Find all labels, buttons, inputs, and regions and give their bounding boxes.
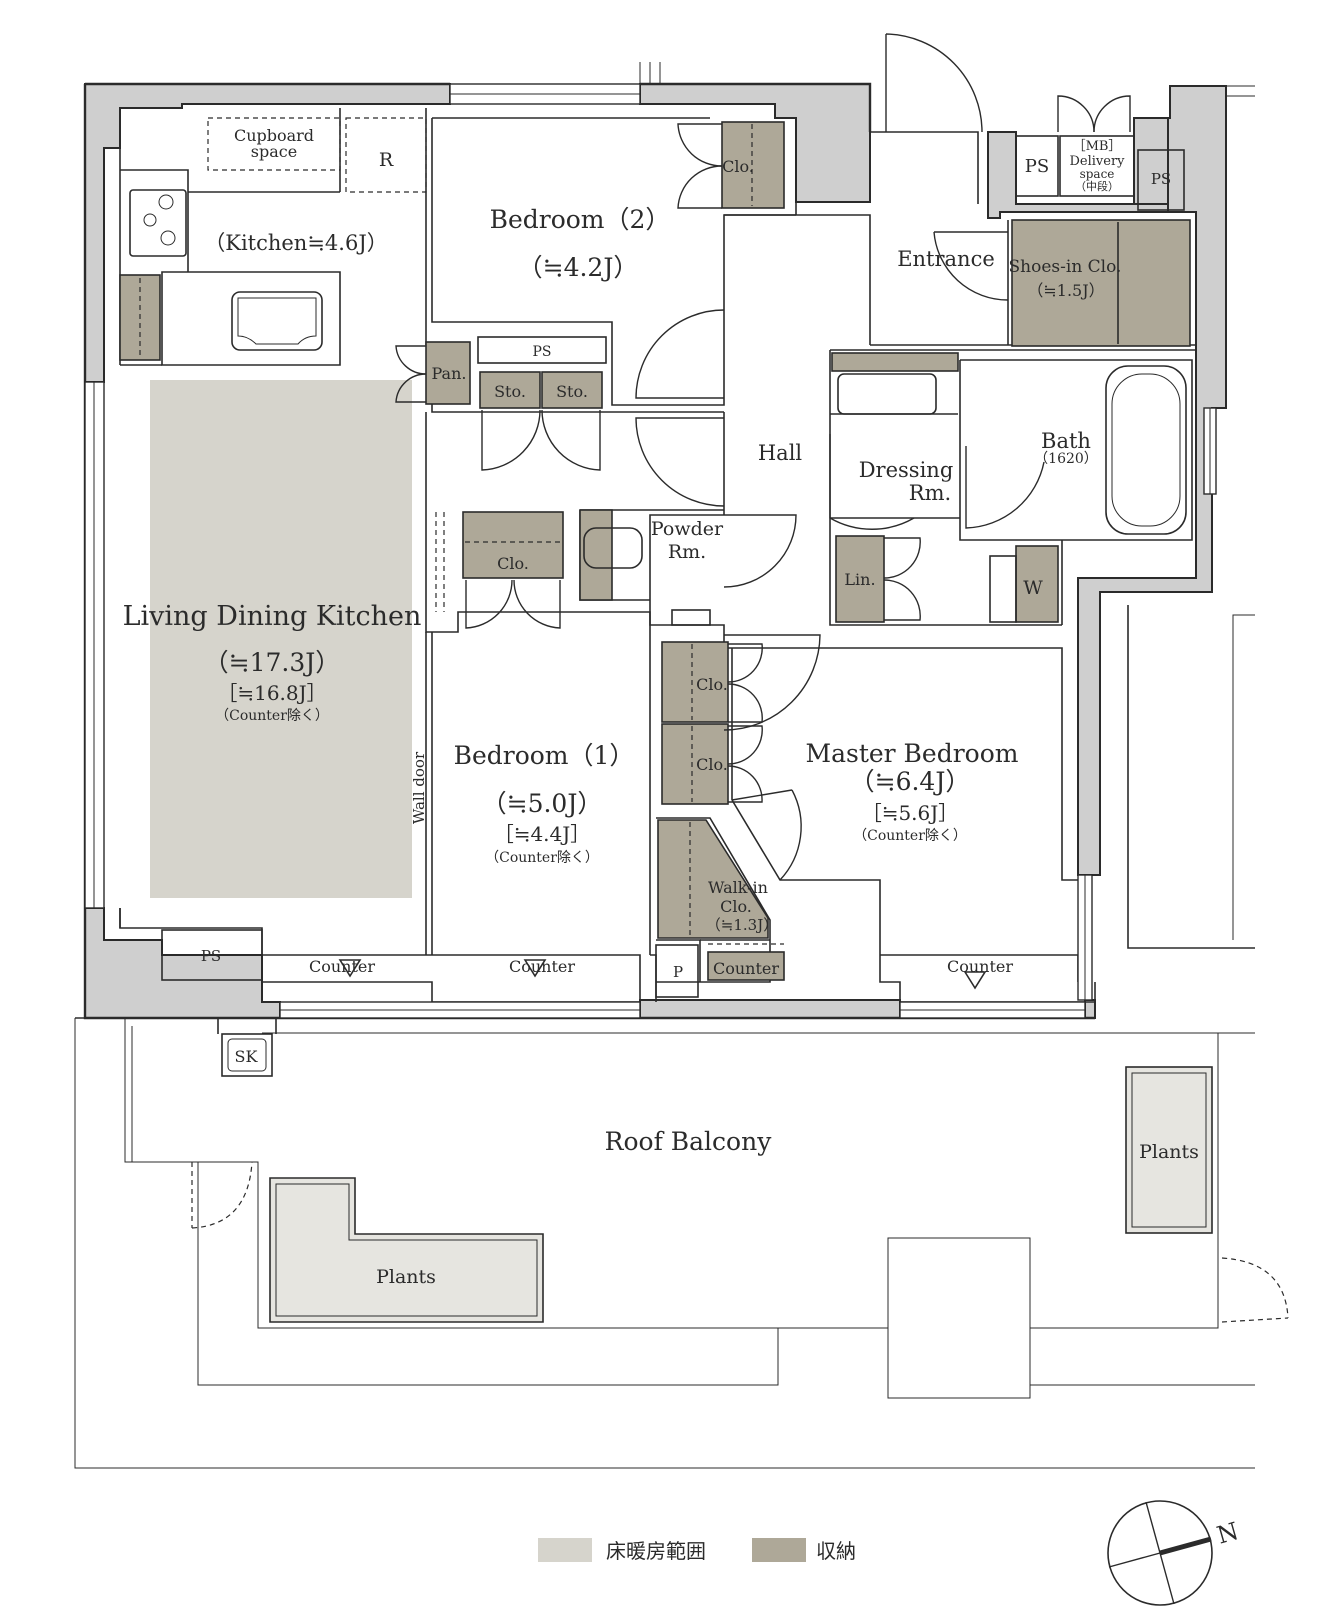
ldk-area-excl: ［≒16.8J］: [217, 681, 326, 705]
ldk-name: Living Dining Kitchen: [123, 601, 422, 632]
cupboard-line1: Cupboard: [234, 126, 314, 145]
compass: N: [1107, 1500, 1242, 1606]
plants-left-label: Plants: [376, 1266, 436, 1288]
dressing-line2: Rm.: [909, 481, 951, 505]
legend-storage-label: 収納: [816, 1539, 856, 1563]
clo-bedroom2-label: Clo.: [722, 157, 754, 176]
bedroom2-name: Bedroom（2）: [490, 205, 671, 234]
entrance-name: Entrance: [897, 247, 995, 271]
hall-name: Hall: [758, 441, 803, 465]
dressing-line1: Dressing: [859, 458, 954, 482]
bath-name: Bath: [1041, 429, 1091, 453]
floor-heating-area: [150, 380, 412, 898]
compass-circle: [1107, 1500, 1213, 1606]
windows: [84, 62, 1255, 1019]
sto-right-label: Sto.: [556, 382, 588, 401]
powder-line1: Powder: [651, 518, 724, 540]
legend: 床暖房範囲 収納: [538, 1538, 856, 1563]
bedroom1-name: Bedroom（1）: [454, 741, 635, 770]
walkin-line2: Clo.: [720, 897, 752, 916]
washer-label: W: [1023, 577, 1043, 599]
ps-right-label: PS: [1151, 170, 1171, 188]
ldk-area: （≒17.3J）: [204, 648, 341, 677]
clo-master-lower-label: Clo.: [696, 755, 728, 774]
roof-balcony-area: SK: [74, 605, 1289, 1469]
clo-bedroom1-label: Clo.: [497, 554, 529, 573]
room-labels: Cupboard space R （Kitchen≒4.6J） Bedroom（…: [123, 126, 1098, 1156]
master-name: Master Bedroom: [805, 739, 1018, 768]
plants-left: Plants: [269, 1177, 544, 1323]
master-area-excl: ［≒5.6J］: [862, 801, 959, 825]
counter-ldk-label: Counter: [309, 957, 375, 976]
counter-master-label: Counter: [947, 957, 1013, 976]
plants-right-label: Plants: [1139, 1141, 1199, 1163]
clo-master-upper-label: Clo.: [696, 675, 728, 694]
shoes-area: （≒1.5J）: [1027, 281, 1104, 300]
shoes-name: Shoes-in Clo.: [1009, 257, 1122, 277]
p-label: P: [673, 963, 683, 981]
walkin-counter-label: Counter: [713, 959, 779, 978]
counter-bedroom1-label: Counter: [509, 957, 575, 976]
bath-size: （1620）: [1034, 451, 1098, 467]
ps-units: PS PS PS ［MB］ Delivery space （中段） P: [161, 135, 1185, 998]
lin-label: Lin.: [844, 570, 875, 589]
mb-line4: （中段）: [1075, 179, 1119, 193]
compass-needle: [1159, 1536, 1212, 1556]
mb-line1: ［MB］: [1073, 139, 1122, 154]
legend-floor-heating-swatch: [538, 1538, 592, 1562]
bedroom2-area: （≒4.2J）: [518, 253, 639, 282]
ps-entrance-label: PS: [1025, 156, 1049, 177]
fridge-label: R: [379, 149, 394, 171]
cupboard-line2: space: [251, 142, 297, 161]
powder-line2: Rm.: [668, 541, 706, 563]
pan-label: Pan.: [432, 364, 467, 383]
roof-balcony-name: Roof Balcony: [605, 1127, 773, 1156]
legend-floor-heating-label: 床暖房範囲: [606, 1539, 706, 1563]
bedroom1-note: （Counter除く）: [485, 850, 599, 866]
doors: [338, 33, 1131, 990]
sto-left-label: Sto.: [494, 382, 526, 401]
ps-bedroom2-label: PS: [532, 344, 551, 360]
master-area: （≒6.4J）: [850, 767, 971, 796]
mb-line3: space: [1080, 167, 1115, 181]
interior-walls: PS: [83, 82, 1196, 1020]
legend-storage-swatch: [752, 1538, 806, 1562]
plants-right: Plants: [1125, 1066, 1213, 1234]
bedroom1-area: （≒5.0J）: [482, 789, 603, 818]
ldk-note: （Counter除く）: [215, 708, 329, 724]
compass-north-label: N: [1214, 1517, 1242, 1550]
walkin-area: （≒1.3J）: [706, 916, 778, 934]
bedroom1-area-excl: ［≒4.4J］: [494, 822, 591, 846]
master-note: （Counter除く）: [853, 828, 967, 844]
sk-label: SK: [235, 1047, 259, 1066]
kitchen-label: （Kitchen≒4.6J）: [204, 231, 388, 255]
mb-line2: Delivery: [1069, 154, 1125, 169]
ps-ldk-label: PS: [201, 947, 221, 965]
wall-door-label: Wall door: [410, 751, 428, 824]
storage-units: Clo. Pan. Sto. Sto. Clo. Clo. Clo. Walk-…: [425, 121, 1191, 981]
walkin-line1: Walk-in: [708, 878, 768, 897]
